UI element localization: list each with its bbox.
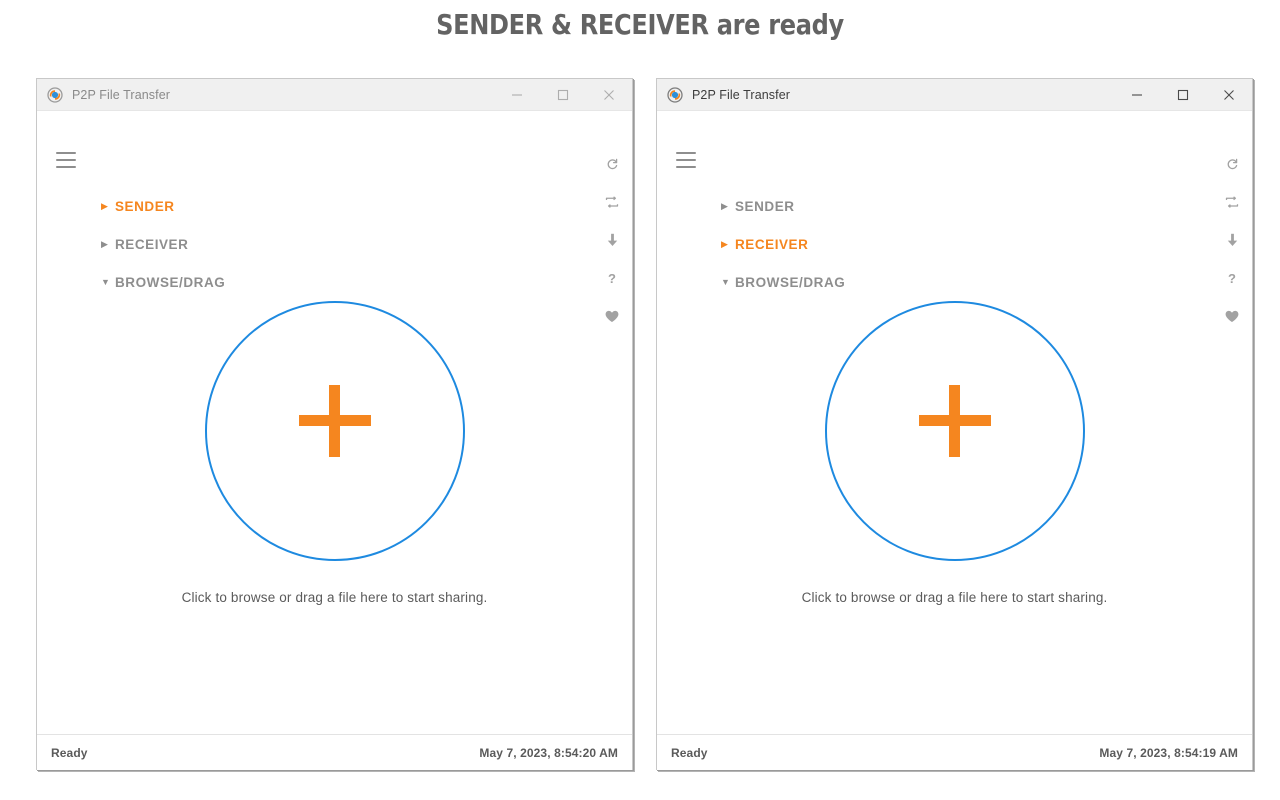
plus-icon [918, 384, 991, 457]
heart-favorite-icon[interactable] [1212, 297, 1252, 335]
dropzone[interactable]: Click to browse or drag a file here to s… [37, 301, 632, 605]
download-arrow-icon[interactable] [592, 221, 632, 259]
close-button[interactable] [586, 79, 632, 111]
transfer-swap-icon[interactable] [1212, 183, 1252, 221]
heart-favorite-icon[interactable] [592, 297, 632, 335]
hamburger-bar [56, 159, 76, 161]
download-arrow-icon[interactable] [1212, 221, 1252, 259]
nav-item-label: RECEIVER [115, 236, 189, 252]
drop-circle[interactable] [204, 301, 465, 561]
chevron-down-icon: ▼ [721, 276, 730, 287]
close-button[interactable] [1206, 79, 1252, 111]
nav-item-sender[interactable]: ▶ SENDER [101, 196, 401, 216]
window-controls [494, 79, 632, 111]
plus-icon [298, 384, 371, 457]
hamburger-bar [676, 159, 696, 161]
page-title-bold: SENDER & RECEIVER [436, 8, 709, 41]
nav-item-label: BROWSE/DRAG [735, 274, 846, 290]
window-body: ▶ SENDER ▶ RECEIVER ▼ BROWSE/DRAG [657, 111, 1252, 770]
plus-bar-vertical [948, 384, 960, 457]
nav-item-label: BROWSE/DRAG [115, 274, 226, 290]
nav-item-browse-drag[interactable]: ▼ BROWSE/DRAG [101, 272, 401, 292]
nav-item-label: SENDER [115, 198, 175, 214]
receiver-window: P2P File Transfer [656, 78, 1253, 770]
help-question-glyph: ? [1228, 270, 1236, 286]
nav-item-receiver[interactable]: ▶ RECEIVER [101, 234, 401, 254]
nav-item-browse-drag[interactable]: ▼ BROWSE/DRAG [721, 272, 1021, 292]
drop-circle[interactable] [824, 301, 1085, 561]
status-text: Ready [51, 745, 88, 760]
hamburger-menu-icon[interactable] [676, 152, 696, 168]
minimize-button[interactable] [1114, 79, 1160, 111]
hamburger-bar [676, 152, 696, 154]
titlebar[interactable]: P2P File Transfer [37, 79, 632, 111]
minimize-button[interactable] [494, 79, 540, 111]
window-body: ▶ SENDER ▶ RECEIVER ▼ BROWSE/DRAG [37, 111, 632, 770]
status-timestamp: May 7, 2023, 8:54:19 AM [1099, 745, 1238, 760]
chevron-right-icon: ▶ [721, 200, 728, 211]
nav-list: ▶ SENDER ▶ RECEIVER ▼ BROWSE/DRAG [721, 196, 1021, 310]
dropzone[interactable]: Click to browse or drag a file here to s… [657, 301, 1252, 605]
sender-window: P2P File Transfer [36, 78, 633, 770]
chevron-right-icon: ▶ [721, 238, 728, 249]
window-title: P2P File Transfer [72, 87, 171, 102]
help-question-icon[interactable]: ? [1212, 259, 1252, 297]
app-logo-icon [47, 86, 63, 103]
window-controls [1114, 79, 1252, 111]
transfer-swap-icon[interactable] [592, 183, 632, 221]
status-timestamp: May 7, 2023, 8:54:20 AM [479, 745, 618, 760]
plus-bar-vertical [328, 384, 340, 457]
nav-item-sender[interactable]: ▶ SENDER [721, 196, 1021, 216]
page-title-rest: are ready [716, 8, 844, 41]
hamburger-menu-icon[interactable] [56, 152, 76, 168]
app-logo-icon [667, 86, 683, 103]
status-bar: Ready May 7, 2023, 8:54:20 AM [37, 734, 632, 770]
help-question-icon[interactable]: ? [592, 259, 632, 297]
nav-item-label: RECEIVER [735, 236, 809, 252]
status-bar: Ready May 7, 2023, 8:54:19 AM [657, 734, 1252, 770]
nav-list: ▶ SENDER ▶ RECEIVER ▼ BROWSE/DRAG [101, 196, 401, 310]
dropzone-caption: Click to browse or drag a file here to s… [801, 590, 1108, 605]
chevron-right-icon: ▶ [101, 238, 108, 249]
maximize-button[interactable] [540, 79, 586, 111]
icon-rail: ? [1212, 143, 1252, 335]
maximize-button[interactable] [1160, 79, 1206, 111]
nav-item-receiver[interactable]: ▶ RECEIVER [721, 234, 1021, 254]
hamburger-bar [56, 152, 76, 154]
refresh-icon[interactable] [1212, 145, 1252, 183]
window-title: P2P File Transfer [692, 87, 791, 102]
status-text: Ready [671, 745, 708, 760]
titlebar[interactable]: P2P File Transfer [657, 79, 1252, 111]
help-question-glyph: ? [608, 270, 616, 286]
refresh-icon[interactable] [592, 145, 632, 183]
page-title: SENDER & RECEIVER are ready [90, 8, 1191, 41]
chevron-right-icon: ▶ [101, 200, 108, 211]
nav-item-label: SENDER [735, 198, 795, 214]
hamburger-bar [56, 166, 76, 168]
chevron-down-icon: ▼ [101, 276, 110, 287]
icon-rail: ? [592, 143, 632, 335]
dropzone-caption: Click to browse or drag a file here to s… [181, 590, 488, 605]
hamburger-bar [676, 166, 696, 168]
